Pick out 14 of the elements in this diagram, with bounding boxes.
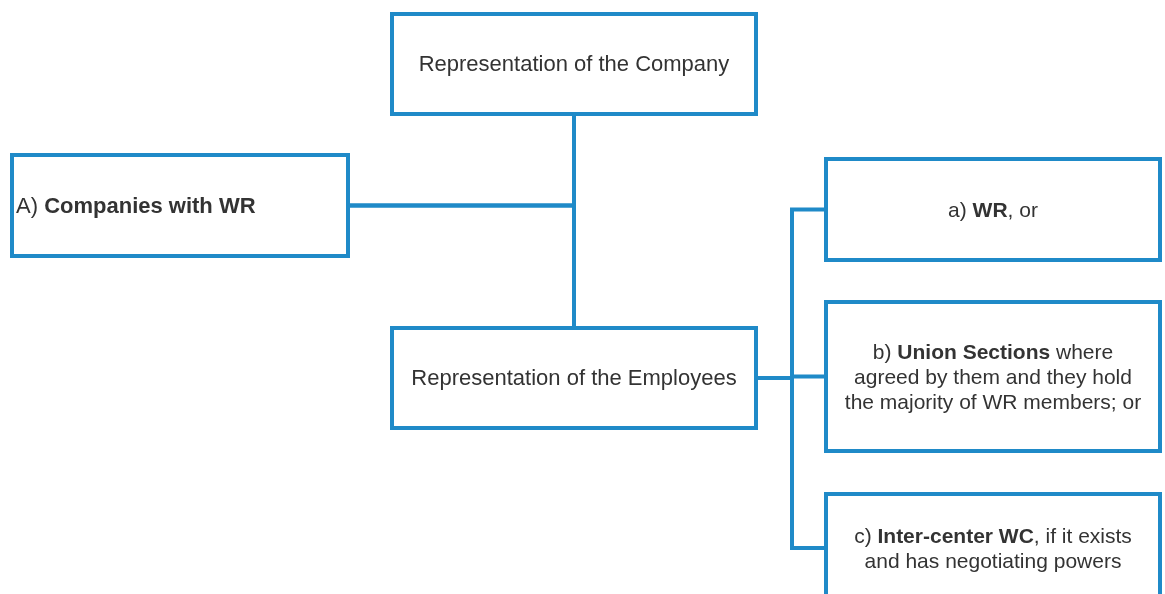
text-box (824, 492, 1162, 594)
box-label: c) Inter-center WC, if it exists and has negotiating powers (853, 522, 1133, 574)
box-label: b) Union Sections where agreed by them and they hold the majority of WR members; or (843, 338, 1143, 415)
text-box (10, 153, 350, 258)
connector-line (758, 376, 824, 550)
text-box (390, 12, 758, 116)
box-label: Representation of the Company (418, 50, 730, 78)
box-label: Representation of the Employees (411, 364, 737, 392)
box-label: a) WR, or (948, 196, 1038, 223)
text-box (824, 157, 1162, 262)
box-label: A) Companies with WR (16, 191, 256, 220)
text-box (824, 300, 1162, 453)
text-box (390, 326, 758, 430)
connector-line (350, 203, 576, 326)
